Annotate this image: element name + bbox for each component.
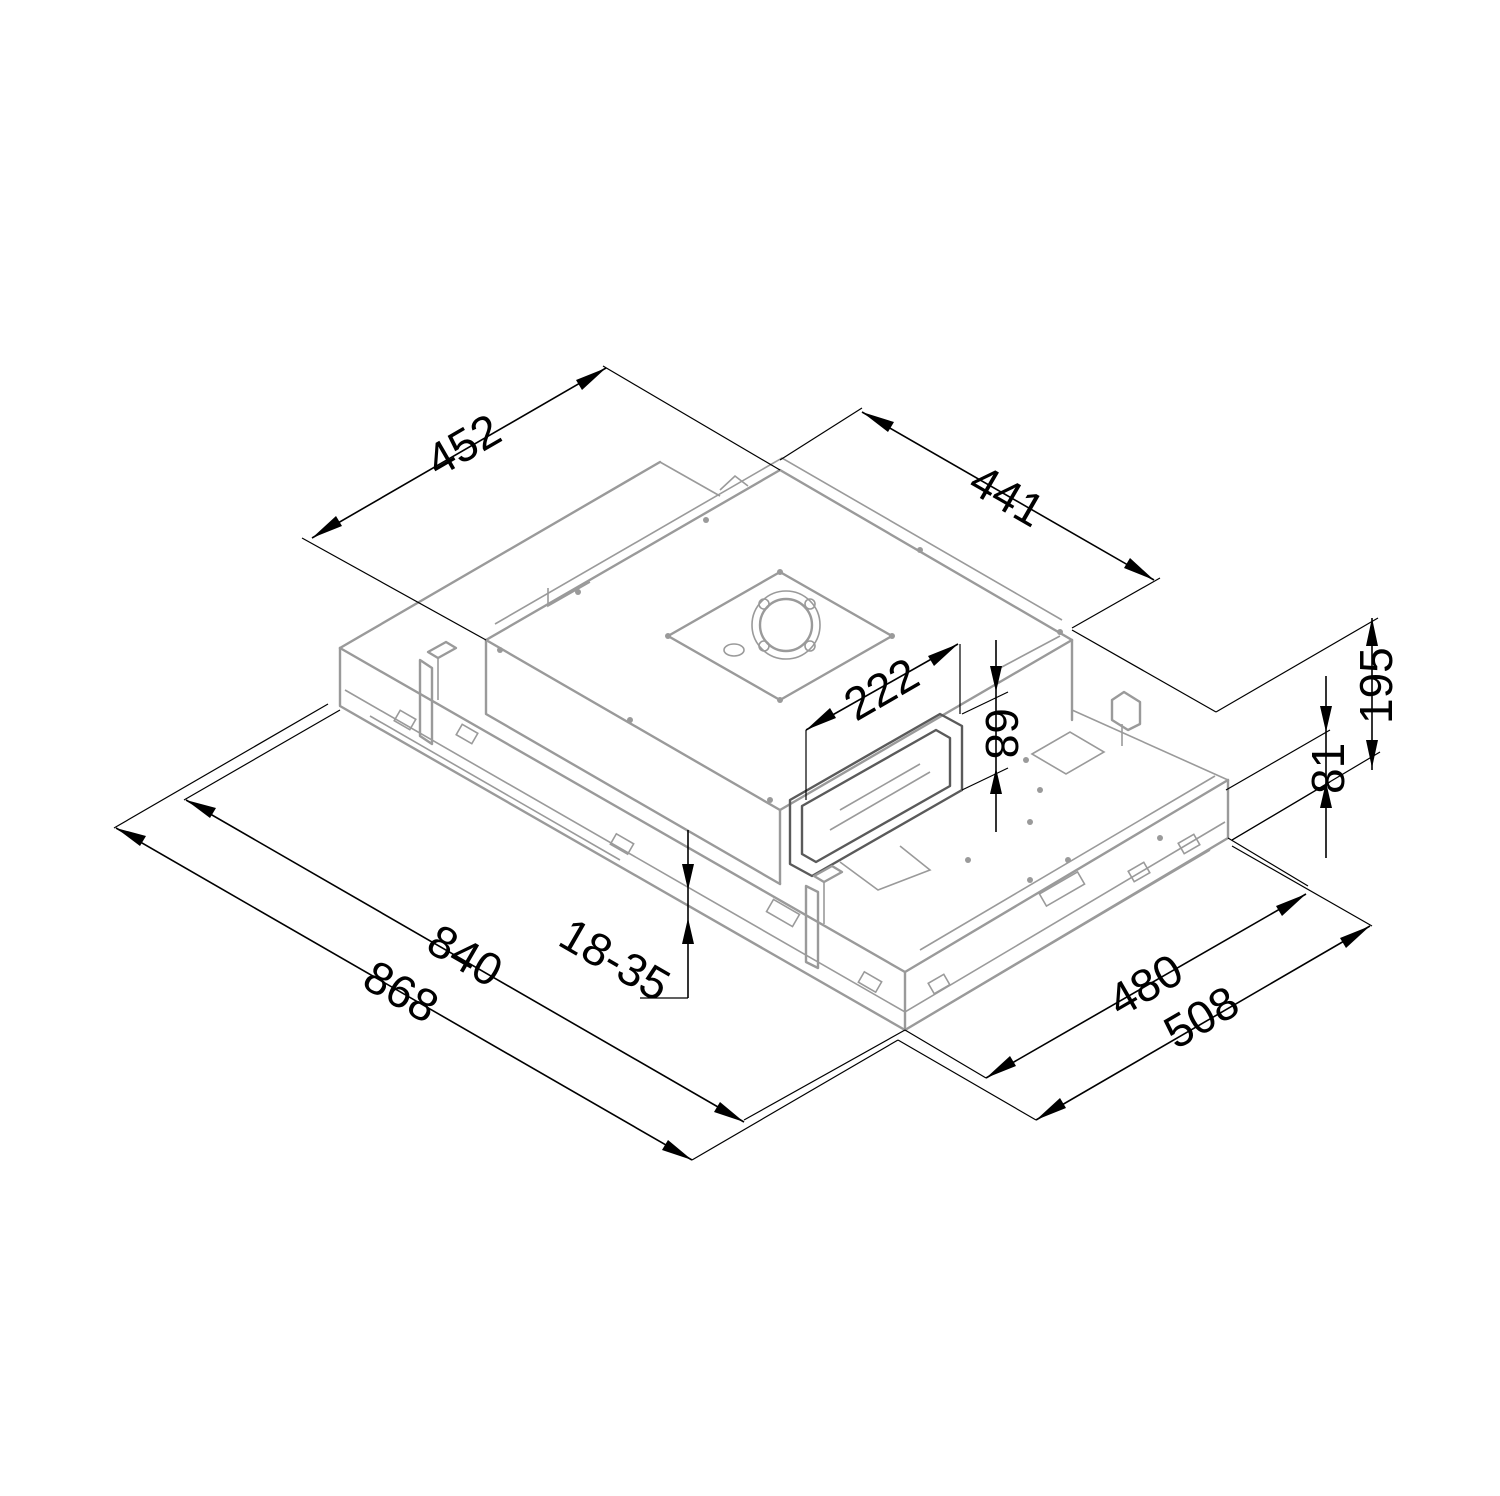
- dim-label-18-35: 18-35: [551, 908, 679, 1012]
- dim-label-81: 81: [1302, 743, 1354, 794]
- dimension-480: 480: [904, 837, 1309, 1079]
- hood-motor-housing: [484, 457, 1074, 886]
- dimension-441: 441: [779, 407, 1161, 629]
- dimension-18-35: 18-35: [551, 830, 694, 1011]
- dimension-840: 840: [183, 709, 906, 1123]
- dimension-68: 68: [961, 640, 1028, 832]
- hood-right-panel-details: [965, 731, 1163, 883]
- dim-label-195: 195: [1350, 647, 1402, 724]
- hood-lower-frame: [338, 460, 1230, 1032]
- dimension-195: 195: [1071, 617, 1402, 841]
- dim-label-68: 68: [976, 708, 1028, 759]
- mounting-brackets: [418, 640, 1142, 970]
- dim-label-452: 452: [417, 403, 509, 486]
- dim-label-441: 441: [961, 454, 1053, 537]
- dimension-452: 452: [301, 365, 781, 641]
- air-outlet-flange: [788, 712, 964, 891]
- dimension-81: 81: [1225, 676, 1354, 858]
